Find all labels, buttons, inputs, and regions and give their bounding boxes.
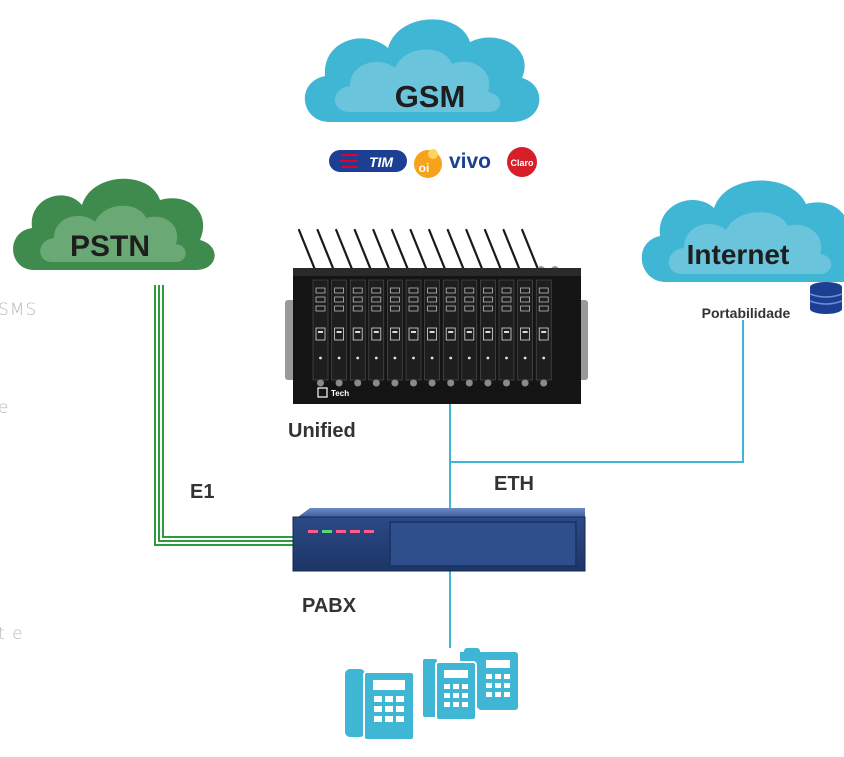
pabx-label: PABX: [302, 595, 357, 617]
phone-icon-2: [421, 657, 477, 721]
slot-card: [349, 279, 366, 387]
slot-card: [442, 279, 459, 387]
slot-card: [405, 279, 422, 387]
slot-cards: [312, 279, 552, 387]
slot-card: [535, 279, 552, 387]
oi-logo: oi: [414, 149, 442, 178]
eth-link: [449, 320, 744, 648]
pstn-cloud: PSTN: [13, 178, 215, 270]
cut-text-2: e: [0, 398, 10, 418]
slot-card: [331, 279, 347, 387]
portabilidade-label: Portabilidade: [702, 305, 791, 321]
carrier-logos: TIM oi vivo Claro: [329, 147, 537, 178]
phone-icon-1: [343, 667, 415, 741]
slot-card: [480, 279, 496, 387]
tim-logo: TIM: [329, 150, 407, 172]
e1-link: [154, 285, 300, 546]
status-leds: [308, 530, 374, 533]
claro-logo: Claro: [507, 147, 537, 177]
claro-label: Claro: [510, 158, 534, 168]
unified-label: Unified: [288, 420, 356, 442]
tim-label: TIM: [369, 154, 393, 170]
database-icon: [809, 282, 843, 314]
slot-card: [312, 279, 329, 387]
pstn-label: PSTN: [70, 230, 150, 263]
brand-label: Tech: [331, 389, 349, 398]
e1-label: E1: [190, 481, 214, 503]
eth-label: ETH: [494, 473, 534, 495]
slot-card: [368, 279, 385, 387]
cut-text-1: SMS: [0, 300, 38, 320]
pabx-device: [292, 508, 586, 572]
slot-card: [461, 279, 478, 387]
slot-card: [517, 279, 533, 387]
internet-cloud: Internet: [641, 180, 844, 282]
oi-label: oi: [419, 161, 430, 175]
gsm-label: GSM: [395, 79, 466, 114]
slot-card: [498, 279, 515, 387]
slot-card: [387, 279, 403, 387]
brand-icon: [317, 387, 328, 398]
unified-gateway: Tech: [285, 228, 588, 404]
vivo-label: vivo: [449, 150, 491, 173]
slot-card: [424, 279, 440, 387]
telephone-icons: [343, 648, 518, 741]
cut-text-3: t e: [0, 624, 24, 644]
gsm-cloud: GSM: [304, 19, 540, 122]
internet-label: Internet: [687, 239, 790, 270]
